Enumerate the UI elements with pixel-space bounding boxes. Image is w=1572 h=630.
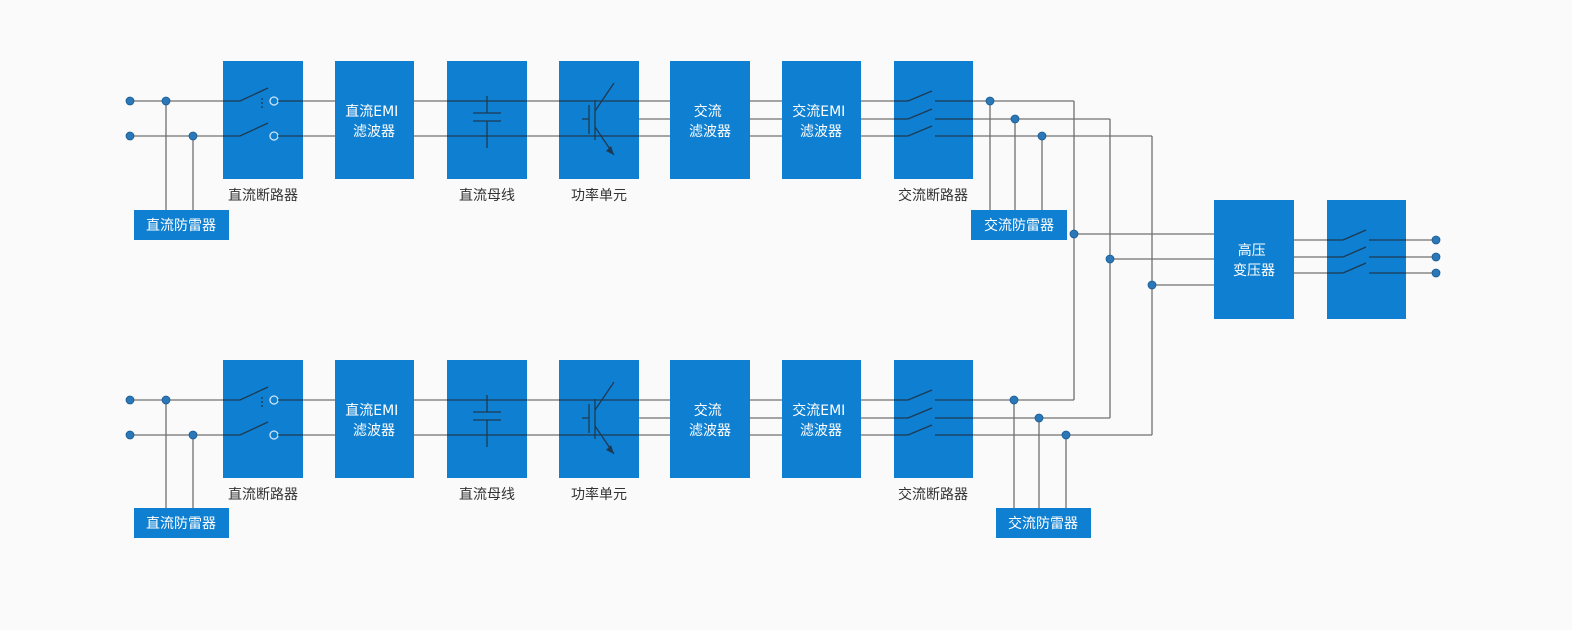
dc-surge-arrester-label: 直流防雷器: [146, 217, 216, 234]
dc-emi-filter-text: 直流EMI 滤波器: [345, 402, 403, 439]
ac-surge-arrester-tag: [996, 508, 1091, 538]
ac-surge-arrester-tag: [971, 210, 1067, 240]
power-unit-label: 功率单元: [571, 486, 627, 503]
capacitor-icon: [447, 96, 527, 148]
ac-surge-arrester-label: 交流防雷器: [1008, 515, 1078, 532]
terminal-node: [1431, 252, 1441, 262]
bottom-branch: 直流断路器 直流EMI 滤波器 直流母线 功率单元: [134, 360, 1091, 538]
output-switch-icon: [1327, 229, 1406, 274]
junction-node: [1061, 430, 1071, 440]
ac-filter-text: 交流 滤波器: [689, 402, 731, 439]
terminal-node: [1431, 235, 1441, 245]
ac-breaker-label: 交流断路器: [898, 187, 968, 204]
dc-bus-block: [447, 360, 527, 478]
igbt-icon: [559, 381, 639, 455]
ac-breaker-block: [894, 360, 973, 478]
dc-bus-label: 直流母线: [459, 486, 515, 503]
capacitor-icon: [447, 395, 527, 447]
junction-node: [161, 395, 171, 405]
hv-transformer-block: [1214, 200, 1294, 319]
dc-surge-arrester-label: 直流防雷器: [146, 515, 216, 532]
ac-filter-text: 交流 滤波器: [689, 103, 731, 140]
power-unit-label: 功率单元: [571, 187, 627, 204]
junction-node: [1034, 413, 1044, 423]
dc-surge-arrester-tag: [134, 508, 229, 538]
output-stage: 高压 变压器: [1214, 200, 1406, 319]
junction-node: [1147, 280, 1157, 290]
junction-node: [1037, 131, 1047, 141]
top-branch: 直流断路器 直流EMI 滤波器 直流母线: [134, 61, 1067, 240]
ac-emi-filter-text: 交流EMI 滤波器: [792, 402, 850, 439]
igbt-icon: [559, 82, 639, 156]
power-unit-block: [559, 360, 639, 478]
junction-node: [985, 96, 995, 106]
dc-emi-filter-text: 直流EMI 滤波器: [345, 103, 403, 140]
dc-breaker-block: [223, 360, 303, 478]
dc-emi-filter-block: [335, 61, 414, 179]
dc-breaker-label: 直流断路器: [228, 486, 298, 503]
junction-node: [1069, 229, 1079, 239]
dc-surge-arrester-tag: [134, 210, 229, 240]
dc-emi-filter-block: [335, 360, 414, 478]
ac-breaker-switch-icon: [894, 389, 973, 436]
ac-filter-block: [670, 61, 750, 179]
terminal-node: [125, 395, 135, 405]
terminal-node: [125, 131, 135, 141]
dc-breaker-label: 直流断路器: [228, 187, 298, 204]
dc-breaker-switch-icon: [223, 87, 303, 141]
terminal-node: [125, 96, 135, 106]
junction-node: [188, 430, 198, 440]
ac-breaker-switch-icon: [894, 90, 973, 137]
dc-bus-label: 直流母线: [459, 187, 515, 204]
ac-emi-filter-block: [782, 61, 861, 179]
junction-nodes: [125, 96, 1441, 440]
junction-node: [1009, 395, 1019, 405]
junction-node: [1010, 114, 1020, 124]
dc-breaker-block: [223, 61, 303, 179]
power-unit-block: [559, 61, 639, 179]
terminal-node: [1431, 268, 1441, 278]
hv-transformer-text: 高压 变压器: [1233, 242, 1275, 279]
dc-bus-block: [447, 61, 527, 179]
junction-node: [161, 96, 171, 106]
ac-emi-filter-block: [782, 360, 861, 478]
output-breaker-block: [1327, 200, 1406, 319]
junction-node: [1105, 254, 1115, 264]
terminal-node: [125, 430, 135, 440]
ac-emi-filter-text: 交流EMI 滤波器: [792, 103, 850, 140]
ac-breaker-label: 交流断路器: [898, 486, 968, 503]
ac-breaker-block: [894, 61, 973, 179]
junction-node: [188, 131, 198, 141]
ac-surge-arrester-label: 交流防雷器: [984, 217, 1054, 234]
dc-breaker-switch-icon: [223, 386, 303, 440]
ac-filter-block: [670, 360, 750, 478]
